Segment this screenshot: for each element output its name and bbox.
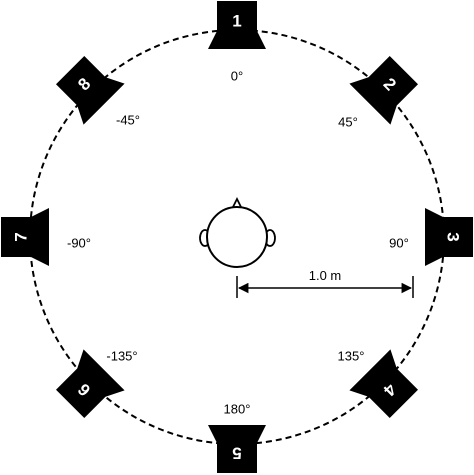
speaker-number: 5 bbox=[232, 444, 241, 463]
angle-label: 90° bbox=[389, 235, 409, 250]
speaker-1: 1 bbox=[208, 1, 266, 49]
speaker-icon bbox=[208, 1, 266, 49]
speaker-icon bbox=[56, 56, 125, 125]
speaker-icon bbox=[425, 208, 473, 266]
speaker-icon bbox=[349, 349, 418, 418]
speaker-number: 3 bbox=[444, 232, 463, 241]
angle-labels: 0° 45° 90° 135° 180° -135° -90° -45° bbox=[67, 68, 409, 416]
speaker-2: 2 bbox=[349, 56, 418, 125]
angle-label: 0° bbox=[231, 68, 243, 83]
angle-label: -45° bbox=[116, 112, 140, 127]
speaker-icon bbox=[1, 208, 49, 266]
head-outline bbox=[206, 206, 268, 268]
speaker-6: 6 bbox=[56, 349, 125, 418]
speaker-7: 7 bbox=[1, 208, 49, 266]
speaker-number: 1 bbox=[232, 11, 241, 30]
speaker-4: 4 bbox=[349, 349, 418, 418]
angle-label: 180° bbox=[224, 401, 251, 416]
speaker-icon bbox=[208, 425, 266, 473]
speaker-3: 3 bbox=[425, 208, 473, 266]
distance-label: 1.0 m bbox=[309, 268, 342, 283]
speaker-icon bbox=[349, 56, 418, 125]
angle-label: 45° bbox=[338, 114, 358, 129]
distance-indicator: 1.0 m bbox=[236, 268, 414, 298]
angle-label: 135° bbox=[338, 348, 365, 363]
speaker-icon bbox=[56, 349, 125, 418]
speaker-number: 7 bbox=[11, 232, 30, 241]
head-icon bbox=[199, 196, 276, 268]
angle-label: -90° bbox=[67, 235, 91, 250]
speaker-5: 5 bbox=[208, 425, 266, 473]
speaker-8: 8 bbox=[56, 56, 125, 125]
angle-label: -135° bbox=[106, 348, 137, 363]
